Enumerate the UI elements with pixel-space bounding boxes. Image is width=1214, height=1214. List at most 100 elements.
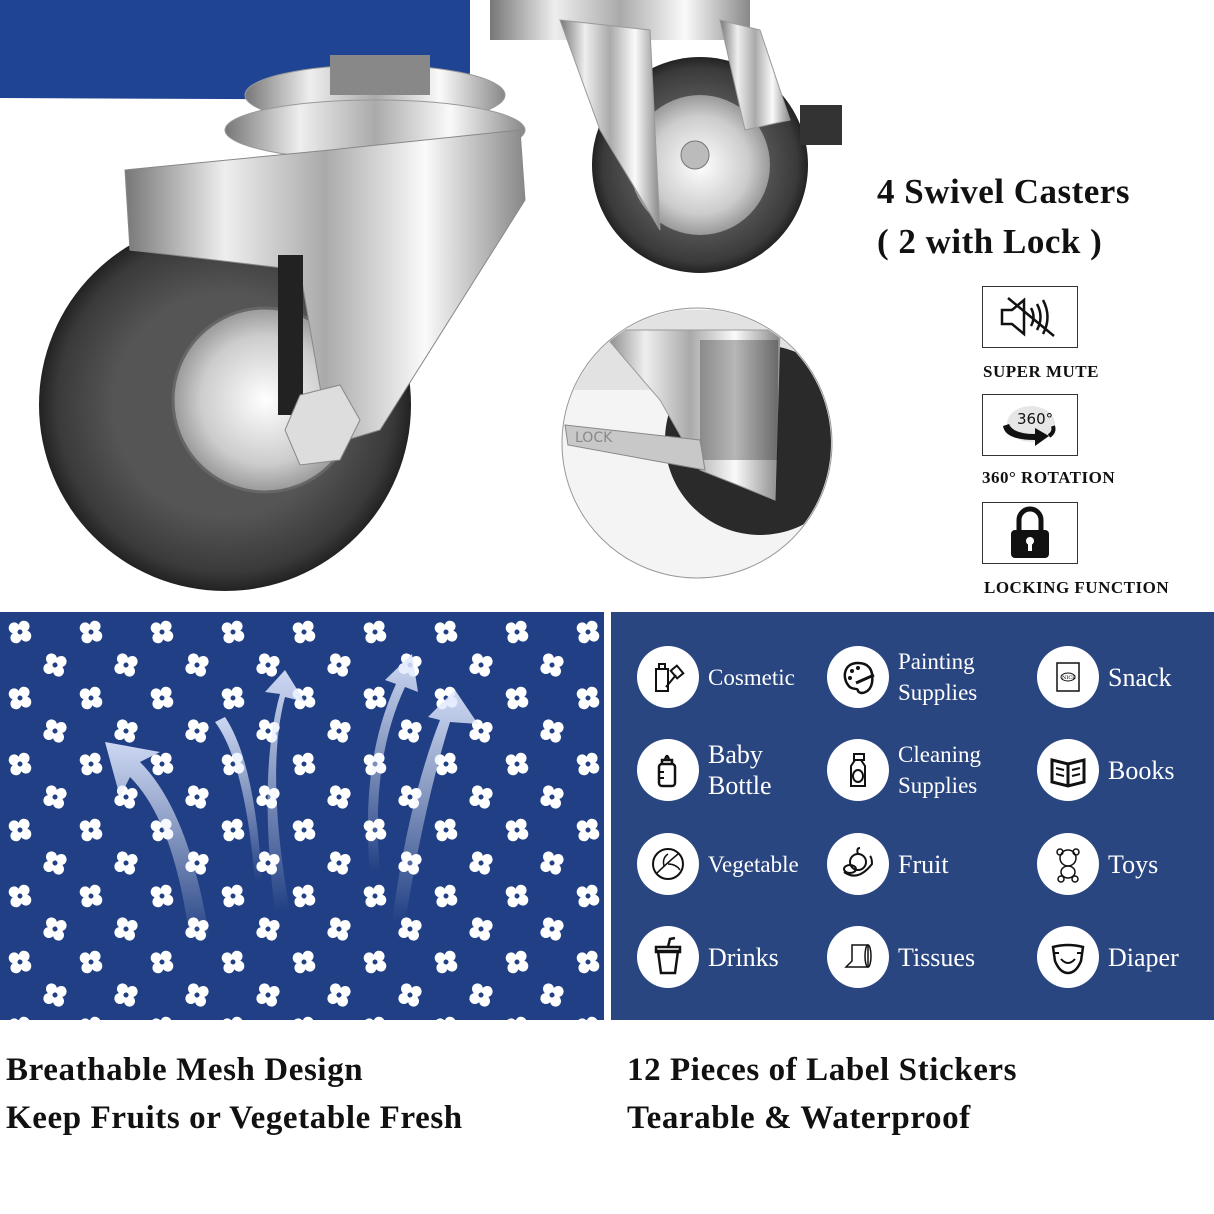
lever-text: LOCK [575, 430, 613, 446]
mesh-hole [576, 950, 600, 974]
mesh-hole [79, 884, 103, 908]
mesh-hole [576, 752, 600, 776]
mesh-hole [43, 719, 67, 743]
mesh-hole [114, 719, 138, 743]
mesh-hole [292, 1016, 314, 1020]
mesh-hole [292, 620, 316, 644]
mesh-hole [505, 686, 529, 710]
label-sticker-text: Painting Supplies [898, 649, 978, 705]
label-sticker-text: Snack [1108, 662, 1172, 692]
mute-speaker-icon [982, 286, 1078, 348]
mesh-hole [505, 620, 529, 644]
mesh-hole [79, 752, 103, 776]
label-sticker-item: Diaper [1037, 926, 1179, 988]
label-sticker-item: Books [1037, 739, 1174, 801]
label-sticker-item: Toys [1037, 833, 1158, 895]
mesh-hole [79, 818, 103, 842]
casters-title: 4 Swivel Casters [877, 172, 1130, 211]
spray-bottle-icon [827, 739, 889, 801]
front-caster-wheel [39, 55, 526, 591]
mesh-hole [363, 950, 387, 974]
mesh-hole [114, 983, 138, 1007]
label-sticker-item: NICE Snack [1037, 646, 1172, 708]
label-sticker-text: Tissues [898, 942, 976, 972]
mesh-hole [8, 620, 32, 644]
mesh-hole [469, 719, 493, 743]
mesh-hole [327, 851, 351, 875]
label-sticker-text: Drinks [708, 942, 779, 972]
mesh-pattern [8, 620, 600, 1020]
mesh-hole [150, 1016, 172, 1020]
mesh-hole [114, 851, 138, 875]
mesh-hole [576, 1016, 598, 1020]
mesh-hole [327, 653, 351, 677]
mesh-hole [114, 653, 138, 677]
mesh-hole [363, 686, 387, 710]
mesh-hole [43, 917, 67, 941]
mesh-hole [398, 785, 422, 809]
mesh-hole [292, 818, 316, 842]
mesh-hole [576, 818, 600, 842]
mesh-caption-line2: Keep Fruits or Vegetable Fresh [6, 1100, 463, 1136]
mesh-hole [221, 818, 245, 842]
mesh-hole [363, 620, 387, 644]
label-sticker-text: Toys [1108, 849, 1159, 879]
mesh-hole [8, 818, 32, 842]
mesh-hole [43, 851, 67, 875]
mesh-hole [150, 620, 174, 644]
mesh-hole [576, 620, 600, 644]
book-icon [1037, 739, 1099, 801]
mesh-hole [43, 983, 67, 1007]
mesh-hole [505, 1016, 527, 1020]
mesh-caption-line1: Breathable Mesh Design [6, 1052, 364, 1088]
mesh-hole [221, 884, 245, 908]
label-sticker-item: Cosmetic [637, 646, 795, 708]
mesh-hole [398, 719, 422, 743]
mesh-hole [540, 785, 564, 809]
snack-bag-icon: NICE [1037, 646, 1099, 708]
label-sticker-text: Vegetable [708, 851, 799, 877]
mesh-hole [8, 686, 32, 710]
mesh-hole [256, 917, 280, 941]
labels-caption-line2: Tearable & Waterproof [627, 1100, 971, 1136]
mesh-hole [150, 686, 174, 710]
mesh-hole [327, 719, 351, 743]
label-sticker-item: Painting Supplies [827, 646, 977, 708]
rotation-360-icon: 360° [982, 394, 1078, 456]
mesh-hole [434, 950, 458, 974]
mesh-hole [469, 653, 493, 677]
labels-caption-line1: 12 Pieces of Label Stickers [627, 1052, 1018, 1088]
mesh-hole [221, 620, 245, 644]
mesh-hole [540, 653, 564, 677]
mesh-hole [150, 884, 174, 908]
cabbage-icon [637, 833, 699, 895]
mesh-hole [434, 818, 458, 842]
mesh-hole [150, 950, 174, 974]
mesh-hole [292, 884, 316, 908]
rear-caster-wheel [490, 0, 842, 273]
mesh-hole [505, 884, 529, 908]
label-sticker-item: Drinks [637, 926, 779, 988]
mesh-hole [540, 851, 564, 875]
mesh-hole [221, 1016, 243, 1020]
mesh-hole [292, 950, 316, 974]
mesh-hole [434, 1016, 456, 1020]
mesh-hole [576, 686, 600, 710]
teddy-bear-icon [1037, 833, 1099, 895]
mesh-hole [327, 785, 351, 809]
baby-bottle-icon [637, 739, 699, 801]
mesh-hole [327, 917, 351, 941]
mesh-hole [79, 686, 103, 710]
mesh-hole [79, 1016, 101, 1020]
diaper-icon [1037, 926, 1099, 988]
tissue-roll-icon [827, 926, 889, 988]
label-sticker-item: Vegetable [637, 833, 799, 895]
caster-illustration: LOCK [0, 0, 842, 591]
label-sticker-text: Diaper [1108, 942, 1179, 972]
lock-detail-inset: LOCK [561, 307, 833, 579]
mesh-hole [576, 884, 600, 908]
label-sticker-item: Tissues [827, 926, 975, 988]
mesh-panel [0, 612, 604, 1020]
mesh-hole [79, 620, 103, 644]
